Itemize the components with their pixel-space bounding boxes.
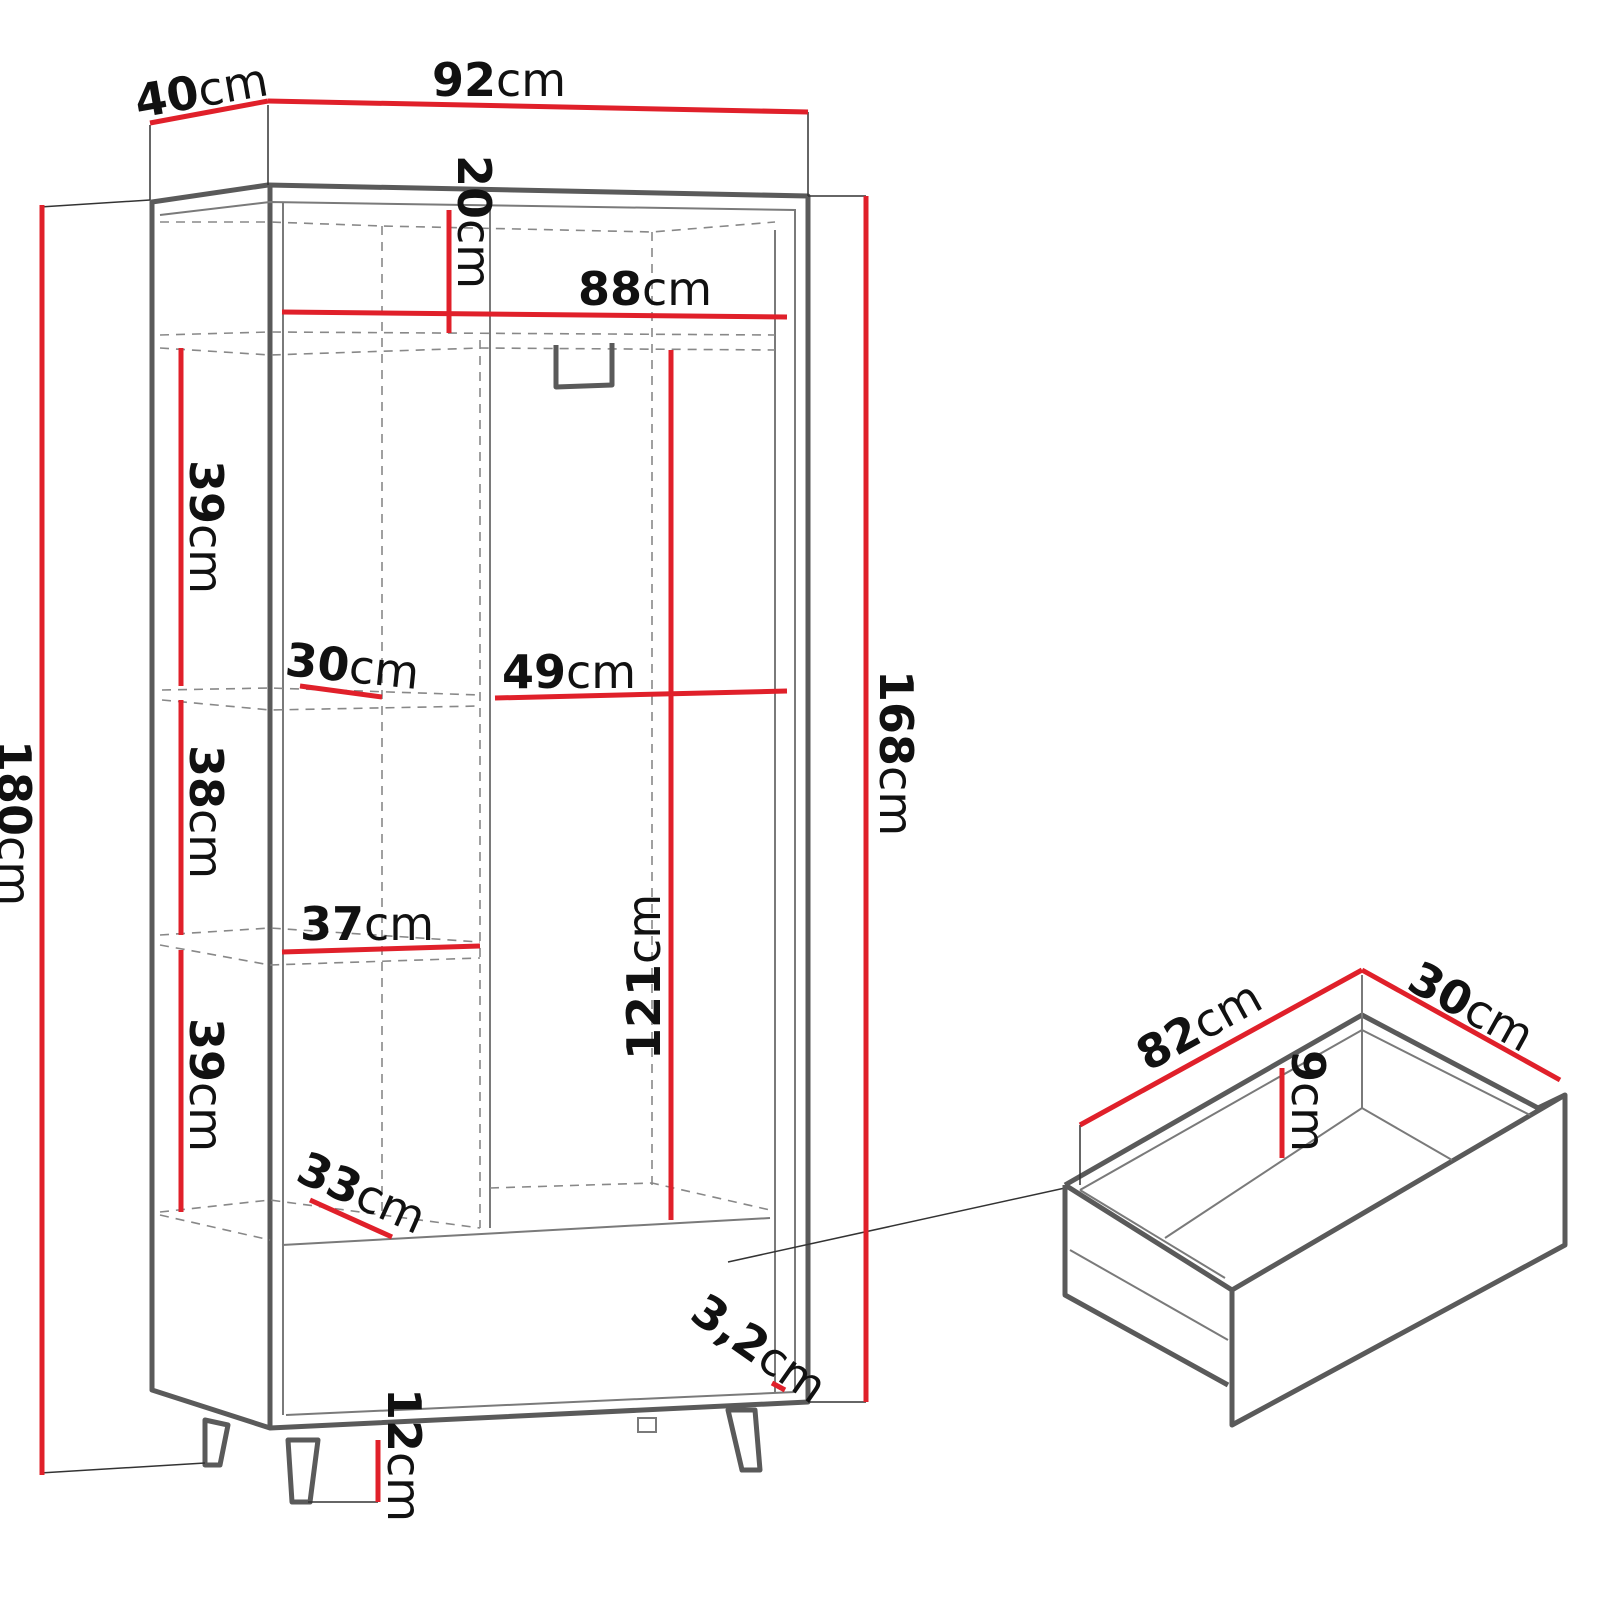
label-shelf-depth-upper: 30cm (283, 632, 422, 700)
label-drawer-width: 82cm (1127, 969, 1270, 1081)
label-depth-top: 40cm (131, 52, 272, 128)
label-body-height: 168cm (869, 670, 923, 836)
label-hanging-height: 121cm (617, 894, 671, 1060)
dimension-labels: 40cm 92cm 20cm 88cm 39cm 30cm 49cm 38cm … (0, 52, 1543, 1522)
wardrobe-body (39, 105, 1066, 1505)
label-width-top: 92cm (432, 53, 566, 107)
leg (285, 1437, 321, 1505)
label-shelf2-height: 38cm (179, 745, 233, 879)
leg (202, 1417, 231, 1468)
label-shelf-width: 37cm (300, 897, 434, 951)
label-shelf-depth-lower: 33cm (290, 1141, 434, 1245)
label-shelf3-height: 39cm (179, 1018, 233, 1152)
dimension-lines (39, 98, 1562, 1502)
label-shelf1-height: 39cm (179, 460, 233, 594)
label-inner-width: 88cm (578, 262, 712, 316)
label-top-compartment: 20cm (447, 155, 501, 289)
label-total-height: 180cm (0, 740, 41, 906)
leg (725, 1407, 763, 1473)
label-drawer-height: 9cm (1281, 1050, 1335, 1152)
handle-icon (553, 343, 615, 390)
label-leg-height: 12cm (377, 1388, 431, 1522)
label-hanging-width: 49cm (502, 645, 636, 699)
drawer (1062, 975, 1568, 1428)
